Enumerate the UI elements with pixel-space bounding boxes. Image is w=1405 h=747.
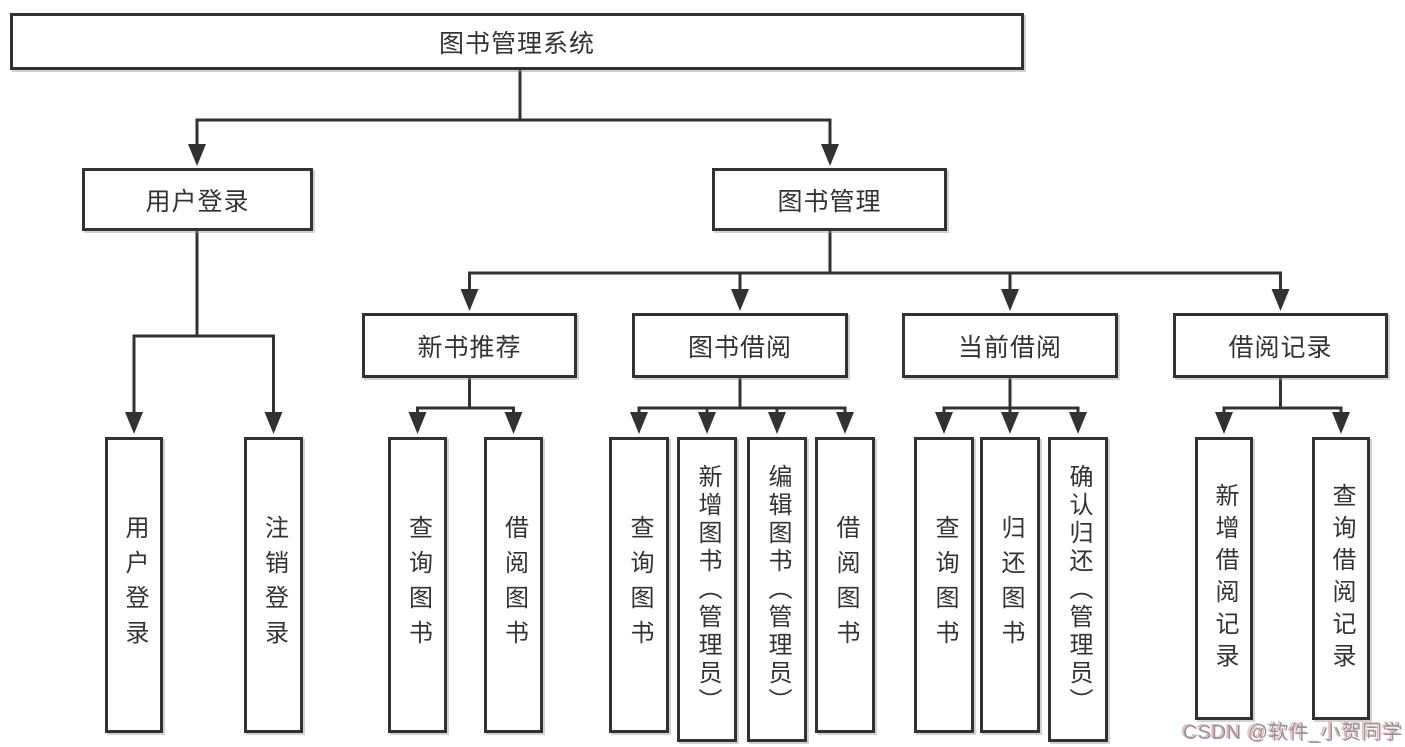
leaf-borrow-query-books-label: 查询图书 [626,515,653,655]
leaf-logout: 注销登录 [244,437,303,733]
leaf-records-query-record: 查询借阅记录 [1312,437,1370,720]
arrow-icon [1215,412,1233,434]
connector-new-book-group [416,378,515,416]
arrow-icon [1001,289,1019,311]
leaf-borrow-edit-books-admin-label: 编辑图书（管理员） [764,463,791,716]
node-borrow-records: 借阅记录 [1173,313,1388,378]
leaf-current-query-books: 查询图书 [914,437,974,733]
leaf-user-login: 用户登录 [105,437,163,733]
arrow-icon [188,144,206,166]
leaf-newrec-borrow-books: 借阅图书 [484,437,543,733]
node-user-login: 用户登录 [82,168,313,231]
arrow-icon [125,412,143,434]
arrow-icon [698,412,716,434]
node-book-borrow-label: 图书借阅 [687,333,792,362]
arrow-icon [264,412,283,434]
arrow-icon [1332,412,1350,434]
arrow-icon [1069,412,1087,434]
leaf-logout-label: 注销登录 [260,515,288,655]
node-current-borrow-label: 当前借阅 [957,333,1062,362]
arrow-icon [460,289,479,311]
connector-root [195,70,832,146]
connector-user-login-group [132,231,275,416]
leaf-current-query-books-label: 查询图书 [931,515,958,655]
arrow-icon [504,412,523,434]
leaf-borrow-add-books-admin: 新增图书（管理员） [677,437,737,742]
arrow-icon [821,144,839,166]
arrow-icon [1271,289,1290,311]
node-root-label: 图书管理系统 [438,29,595,58]
watermark-csdn: CSDN @软件_小贺同学 [1183,722,1404,744]
arrow-icon [935,412,953,434]
node-book-management-label: 图书管理 [777,187,882,216]
arrow-icon [408,412,427,434]
node-book-management: 图书管理 [712,168,947,231]
arrow-icon [836,412,854,434]
node-new-book-recommend: 新书推荐 [362,313,577,378]
arrow-icon [1001,412,1019,434]
leaf-newrec-query-books: 查询图书 [388,437,447,733]
node-book-borrow: 图书借阅 [632,313,848,378]
leaf-records-query-record-label: 查询借阅记录 [1328,482,1355,675]
leaf-newrec-borrow-books-label: 借阅图书 [500,515,528,655]
node-current-borrow: 当前借阅 [902,313,1118,378]
leaf-current-return-books: 归还图书 [980,437,1040,733]
leaf-borrow-query-books: 查询图书 [609,437,669,733]
leaf-user-login-label: 用户登录 [121,515,148,655]
leaf-current-return-books-label: 归还图书 [997,515,1024,655]
leaf-current-confirm-return-admin-label: 确认归还（管理员） [1065,463,1092,716]
connector-current-borrow-group [942,378,1080,416]
arrow-icon [768,412,786,434]
connector-book-borrow-group [637,378,847,416]
connector-book-management-group [468,231,1282,293]
node-root: 图书管理系统 [10,13,1024,70]
node-new-book-recommend-label: 新书推荐 [417,333,522,362]
connector-borrow-records-group [1222,378,1343,416]
arrow-icon [731,289,749,311]
leaf-borrow-borrow-books-label: 借阅图书 [832,515,859,655]
node-user-login-label: 用户登录 [145,187,250,216]
leaf-newrec-query-books-label: 查询图书 [404,515,432,655]
leaf-records-add-record-label: 新增借阅记录 [1211,482,1238,675]
node-borrow-records-label: 借阅记录 [1228,333,1333,362]
leaf-borrow-edit-books-admin: 编辑图书（管理员） [747,437,807,742]
leaf-records-add-record: 新增借阅记录 [1195,437,1253,720]
arrow-icon [630,412,648,434]
leaf-current-confirm-return-admin: 确认归还（管理员） [1048,437,1108,742]
leaf-borrow-add-books-admin-label: 新增图书（管理员） [694,463,721,716]
leaf-borrow-borrow-books: 借阅图书 [815,437,875,733]
arrowheads [125,144,1350,434]
